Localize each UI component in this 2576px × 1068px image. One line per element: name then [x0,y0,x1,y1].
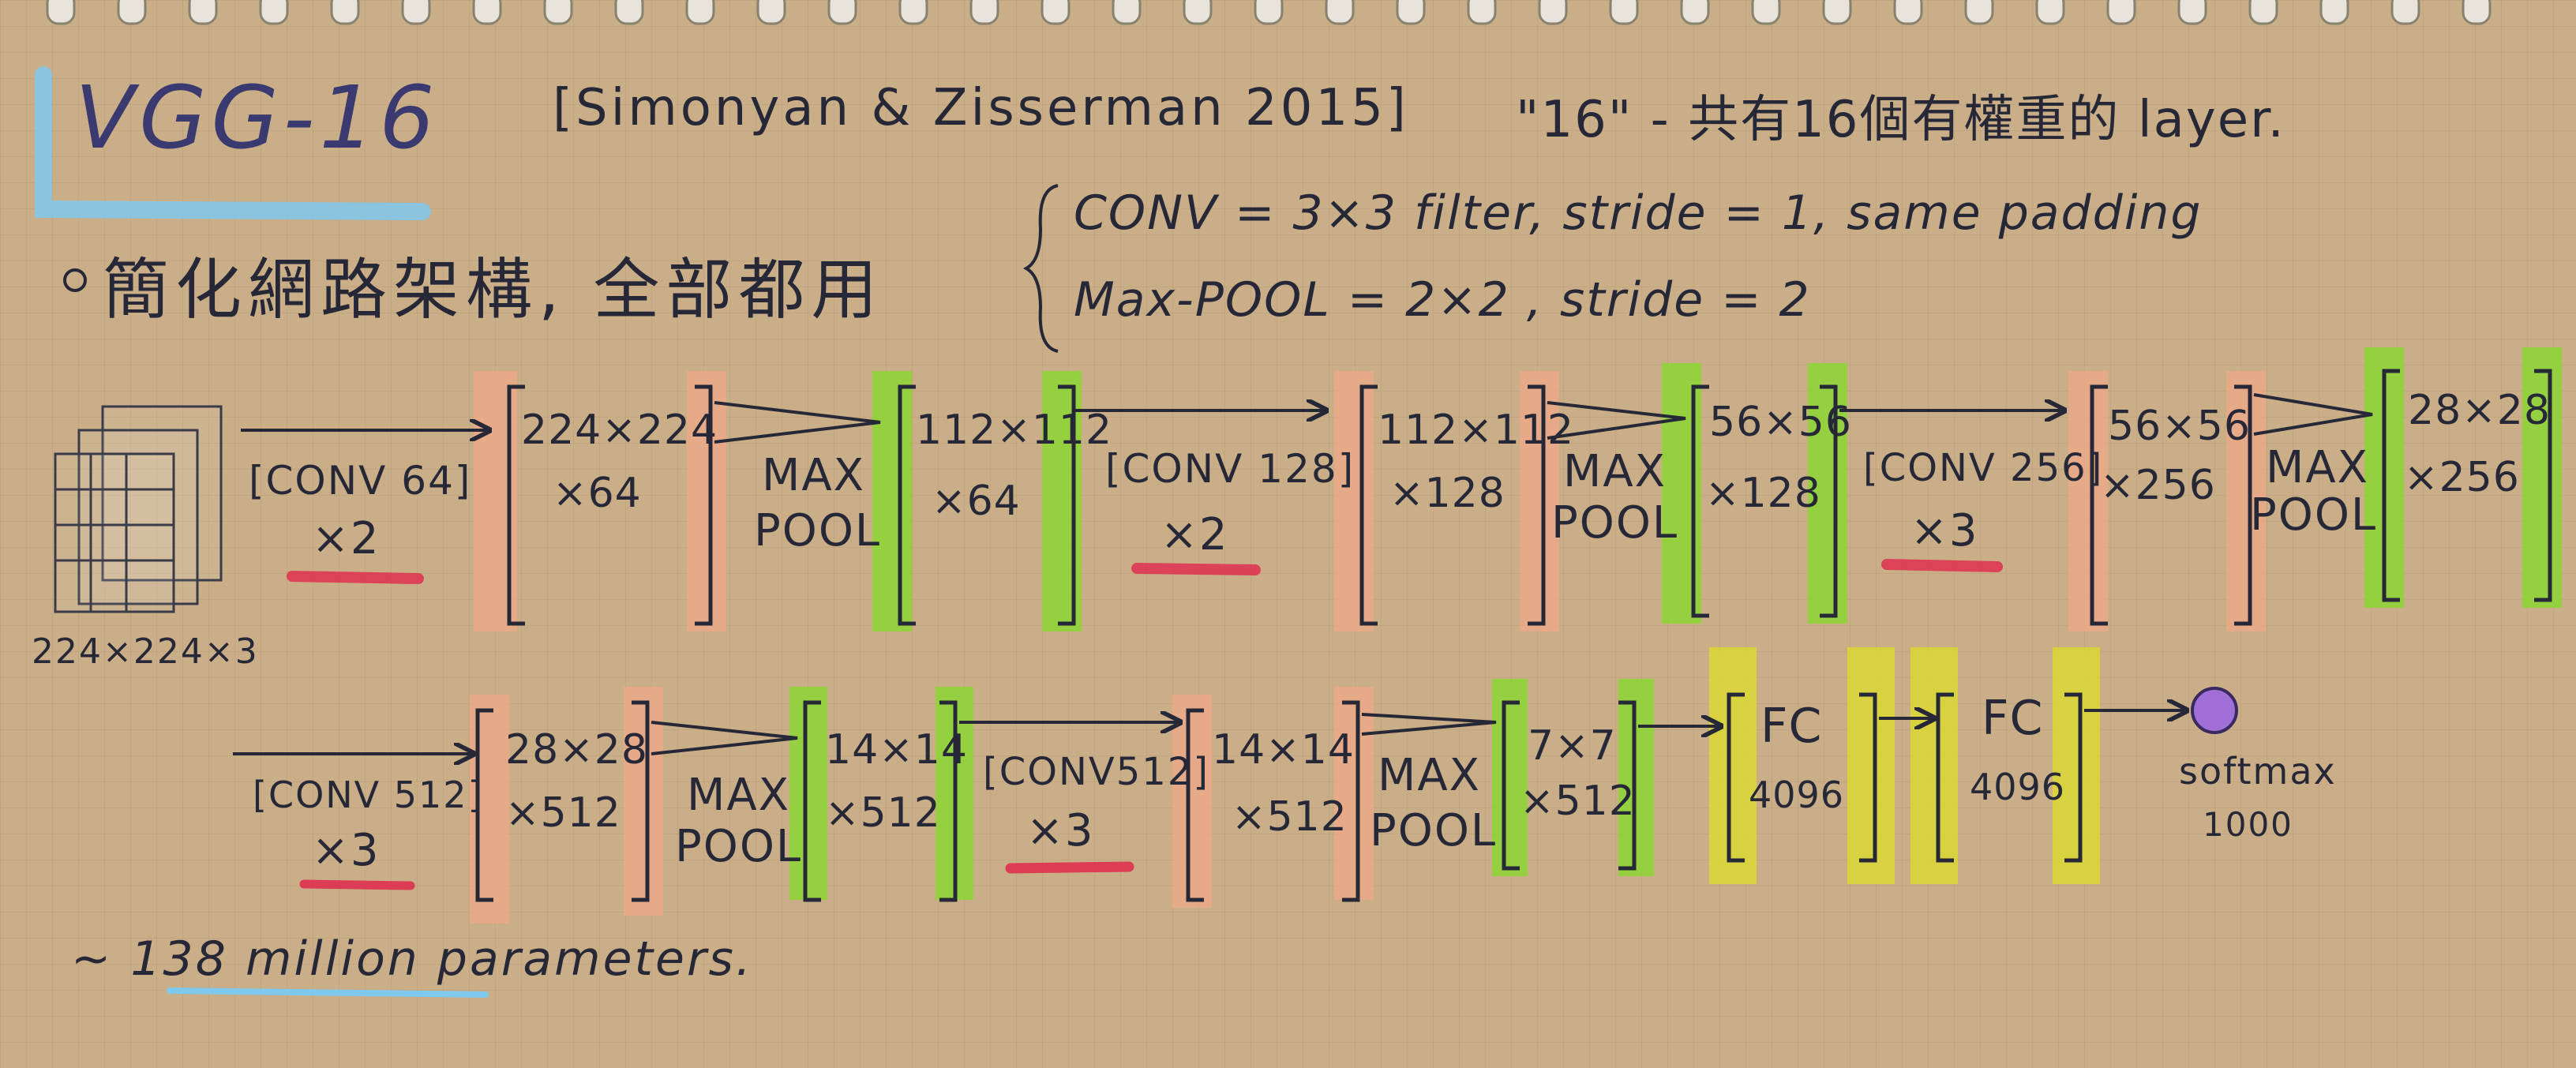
simplify-note: 簡化網路架構, 全部都用 [103,251,884,328]
maxpool-label: MAX [762,450,865,501]
softmax-output-dot [2191,687,2238,734]
maxpool-label: MAX [1378,750,1481,801]
maxpool-label: MAX [687,770,790,821]
conv-volume-highlight [2226,371,2266,631]
maxpool-label: POOL [675,821,803,872]
volume-dim: 112×112 [1378,407,1575,454]
conv-block-repeat: ×2 [1161,509,1229,560]
page-title: VGG-16 [75,67,440,168]
repeat-underline [1005,861,1134,874]
maxpool-label: POOL [1370,805,1498,856]
volume-dim: 7×7 [1528,722,1617,770]
conv-rule: CONV = 3×3 filter, stride = 1, same padd… [1074,185,2203,241]
maxpool-label: POOL [754,505,882,556]
conv-block-repeat: ×3 [312,825,381,876]
volume-dim: 56×56 [2108,403,2251,450]
notebook-ring-binding [46,0,2492,25]
fc-volume-highlight [1847,647,1895,884]
conv-volume-highlight [624,687,663,916]
conv-volume-highlight [2068,371,2108,631]
volume-depth: ×512 [1520,778,1636,825]
volume-depth: ×256 [2100,462,2216,509]
volume-depth: ×512 [1232,793,1348,841]
maxpool-label: POOL [2250,489,2378,541]
conv-block-repeat: ×3 [1910,505,1979,556]
volume-dim: 14×14 [1212,726,1355,774]
title-highlight-stroke [35,66,431,220]
conv-block-label: [CONV 512] [253,774,484,816]
maxpool-label: POOL [1551,497,1679,549]
conv-block-label: [CONV512] [983,750,1210,794]
fc-volume-highlight [1910,647,1958,884]
volume-depth: ×256 [2404,454,2520,501]
conv-block-label: [CONV 256] [1863,446,2104,490]
rules-brace [1022,184,1059,353]
softmax-label: softmax [2179,750,2337,793]
fc-layer-units: 4096 [1970,766,2066,808]
volume-depth: ×512 [505,789,621,837]
citation: [Simonyan & Zisserman 2015] [553,79,1409,137]
softmax-classes: 1000 [2203,805,2293,844]
parameter-count: ~ 138 million parameters. [71,931,753,987]
fc-layer-label: FC [1760,699,1823,754]
volume-depth: ×128 [1389,470,1505,517]
bullet-dot [63,268,87,292]
conv-volume-highlight [1334,371,1374,631]
fc-volume-highlight [2053,647,2100,884]
input-image-icon [54,405,223,613]
conv-block-repeat: ×2 [312,513,381,564]
pool-volume-highlight [2522,347,2562,608]
pool-volume-highlight [872,371,912,631]
volume-depth: ×128 [1705,470,1821,517]
pool-volume-highlight [789,687,827,900]
volume-depth: ×512 [825,789,941,837]
conv-volume-highlight [1334,687,1374,900]
volume-dim: 112×112 [916,407,1113,454]
pool-volume-highlight [1808,363,1847,624]
volume-depth: ×64 [553,470,642,517]
conv-volume-highlight [1520,371,1559,631]
volume-dim: 56×56 [1709,399,1852,446]
repeat-underline [299,879,415,890]
volume-dim: 28×28 [505,726,648,774]
volume-depth: ×64 [932,478,1021,525]
volume-dim: 14×14 [825,726,968,774]
fc-volume-highlight [1709,647,1757,884]
repeat-underline [1881,559,2003,572]
pool-rule: Max-POOL = 2×2 , stride = 2 [1074,272,1811,328]
volume-dim: 28×28 [2408,387,2551,434]
conv-volume-highlight [687,371,726,631]
maxpool-label: MAX [1563,446,1667,497]
repeat-underline [287,571,424,584]
pool-volume-highlight [1492,679,1528,876]
volume-dim: 224×224 [521,407,718,454]
maxpool-label: MAX [2266,442,2369,493]
fc-layer-units: 4096 [1749,774,1845,816]
conv-block-repeat: ×3 [1026,805,1095,856]
fc-layer-label: FC [1982,691,2044,746]
params-underline [167,987,489,998]
conv-volume-highlight [1172,695,1212,908]
conv-block-label: [CONV 128] [1105,446,1355,492]
conv-block-label: [CONV 64] [249,458,472,504]
layer-count-note: "16" - 共有16個有權重的 layer. [1516,91,2285,149]
repeat-underline [1131,563,1261,575]
input-dimension: 224×224×3 [32,631,259,672]
